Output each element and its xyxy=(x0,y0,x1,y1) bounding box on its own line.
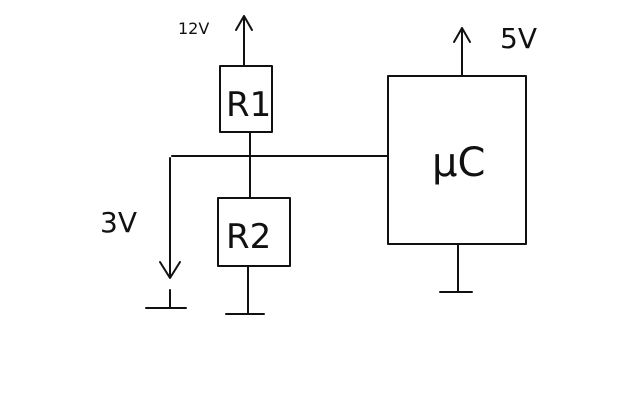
supply-12v-label: 12V xyxy=(178,19,209,38)
ground-r2-symbol xyxy=(225,265,265,315)
ground-mcu-symbol xyxy=(439,243,473,293)
voltage-3v-label: 3V xyxy=(100,206,137,239)
resistor-r2-body xyxy=(217,197,291,267)
supply-12v-arrow xyxy=(235,15,253,67)
voltage-3v-arrow xyxy=(159,157,181,279)
supply-5v-arrow xyxy=(453,27,471,77)
resistor-r2-label: R2 xyxy=(226,217,271,257)
microcontroller-label: µC xyxy=(432,140,485,186)
resistor-r1-body xyxy=(219,65,273,133)
supply-5v-label: 5V xyxy=(500,22,537,55)
ground-left-symbol xyxy=(145,289,187,309)
resistor-r1-label: R1 xyxy=(226,85,271,125)
